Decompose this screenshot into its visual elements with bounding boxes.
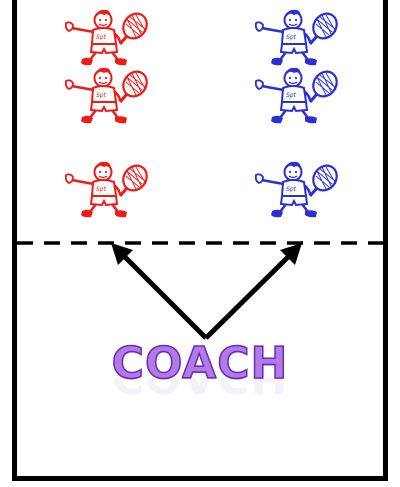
- arrow-left: [111, 243, 206, 338]
- coach-label-reflection: COACH: [0, 378, 400, 402]
- arrow-right: [206, 243, 302, 338]
